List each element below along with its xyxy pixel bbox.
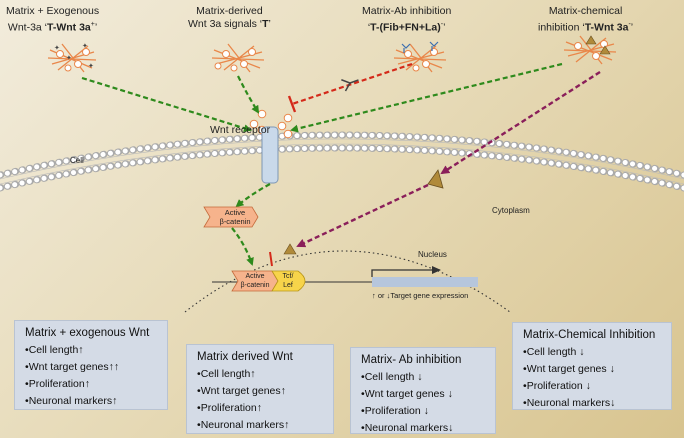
box-item: Wnt target genes↑↑ xyxy=(25,361,159,373)
cell-label: Cell xyxy=(70,156,84,165)
wnt-receptor xyxy=(261,126,279,184)
active-beta-catenin-cytoplasm xyxy=(203,206,259,228)
arrow-chemical-to-receptor xyxy=(290,62,563,133)
box-title: Matrix derived Wnt xyxy=(197,351,293,363)
box-item: Neuronal markers↑ xyxy=(197,419,325,431)
svg-text:✦: ✦ xyxy=(82,42,88,50)
box-title: Matrix- Ab inhibition xyxy=(361,354,462,366)
box-item: Proliferation↑ xyxy=(25,378,159,390)
cytoplasm-label: Cytoplasm xyxy=(492,206,530,215)
matrix-cluster-exogenous: ✦ ✦ ✦ ✦ xyxy=(47,42,97,73)
arrow-inhibitor-to-complex xyxy=(296,183,429,248)
box-item: Cell length ↓ xyxy=(523,346,663,358)
arrow-ab-inhibition xyxy=(291,62,413,106)
box-item: Cell length↑ xyxy=(25,344,159,356)
matrix-cluster-ab-inhibition xyxy=(393,41,447,73)
box-item: Proliferation ↓ xyxy=(361,405,487,417)
matrix-cluster-chemical xyxy=(563,35,617,65)
box-item: Proliferation ↓ xyxy=(523,380,663,392)
target-gene-label: ↑ or ↓Target gene expression xyxy=(372,291,469,300)
arrow-exogenous xyxy=(81,76,252,133)
box-item: Wnt target genes ↓ xyxy=(523,363,663,375)
cell-membrane xyxy=(0,131,684,192)
chemical-inhibitor-membrane xyxy=(427,169,444,189)
box-item: Cell length↑ xyxy=(197,368,325,380)
svg-text:✦: ✦ xyxy=(88,62,94,70)
matrix-cluster-derived xyxy=(211,43,265,73)
label-derived: Matrix-derived Wnt 3a signals ‘T’ xyxy=(188,5,271,30)
arrow-receptor-to-catenin xyxy=(235,183,271,208)
svg-text:✦: ✦ xyxy=(66,54,72,62)
antibody-icon xyxy=(341,79,359,92)
box-item: Wnt target genes↑ xyxy=(197,385,325,397)
svg-text:✦: ✦ xyxy=(54,44,60,52)
box-item: Proliferation↑ xyxy=(197,402,325,414)
arrow-catenin-to-nucleus xyxy=(231,227,254,266)
outcome-box-derived: Matrix derived Wnt Cell length↑ Wnt targ… xyxy=(186,344,334,434)
box-item: Neuronal markers↓ xyxy=(523,397,663,409)
label-chemical: Matrix-chemical inhibition ‘T-Wnt 3a-’ xyxy=(538,5,634,34)
box-item: Neuronal markers↓ xyxy=(361,422,487,434)
arrow-derived xyxy=(237,75,260,114)
box-item: Wnt target genes ↓ xyxy=(361,388,487,400)
box-item: Neuronal markers↑ xyxy=(25,395,159,407)
ab-inhibition-bar xyxy=(287,95,297,113)
chemical-inhibitor-nuclear xyxy=(283,243,297,255)
transcription-arrow xyxy=(371,266,441,277)
box-title: Matrix + exogenous Wnt xyxy=(25,327,150,339)
outcome-box-chemical: Matrix-Chemical Inhibition Cell length ↓… xyxy=(512,322,672,410)
box-title: Matrix-Chemical Inhibition xyxy=(523,329,656,341)
outcome-box-ab-inhibition: Matrix- Ab inhibition Cell length ↓ Wnt … xyxy=(350,347,496,434)
tcf-lef-label: Tcf/Lef xyxy=(282,273,294,289)
nucleus-envelope xyxy=(184,250,511,313)
target-gene xyxy=(372,277,478,287)
arrow-chemical-to-inhibitor xyxy=(440,70,601,175)
box-item: Cell length ↓ xyxy=(361,371,487,383)
nucleus-label: Nucleus xyxy=(418,250,447,259)
outcome-box-exogenous: Matrix + exogenous Wnt Cell length↑ Wnt … xyxy=(14,320,168,410)
inhibition-bar-nucleus xyxy=(269,251,273,267)
label-exogenous: Matrix + Exogenous Wnt-3a ‘T-Wnt 3a+’ xyxy=(6,5,100,34)
wnt-receptor-label: Wnt receptor xyxy=(210,124,271,136)
label-ab-inhibition: Matrix-Ab inhibition ‘T-(Fib+FN+La)-’ xyxy=(362,5,452,34)
tcf-lef-factor xyxy=(271,270,306,292)
